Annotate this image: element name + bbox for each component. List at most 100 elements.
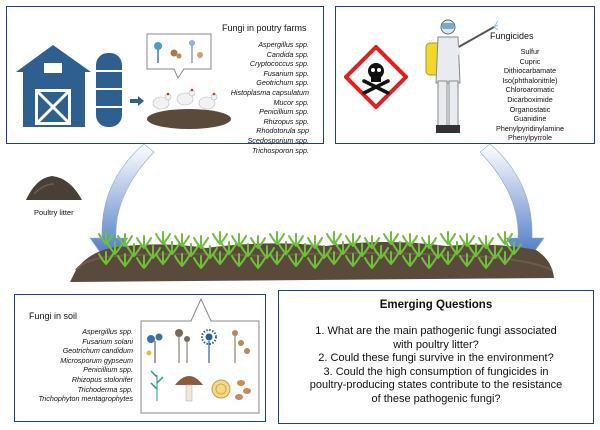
question-line: poultry-producing states contribute to t… — [309, 379, 563, 391]
fungus-name: Trichosporon spp. — [252, 145, 309, 155]
seedling-icon — [269, 231, 285, 245]
rhizopus-icon — [175, 329, 190, 363]
fungus-name: Microsporum gypseum — [60, 355, 133, 365]
seedling-icon — [269, 251, 285, 265]
seedling-icon — [373, 245, 389, 259]
seedling-icon — [250, 235, 266, 249]
seedling-icon — [316, 245, 332, 259]
fungus-name: Candida spp. — [266, 49, 309, 59]
seedling-icon — [487, 245, 503, 259]
emerging-questions-panel: Emerging Questions 1. What are the main … — [278, 290, 594, 424]
seedling-icon — [478, 235, 494, 249]
fungicide-name: Iso(phthalonitrile) — [502, 75, 558, 85]
seedling-icon — [126, 243, 142, 257]
seedling-icon — [345, 253, 361, 267]
seedling-icon — [478, 255, 494, 269]
fungus-name: Rhizopus spp. — [263, 116, 309, 126]
seedling-icon — [421, 235, 437, 249]
poultry-litter-pile-icon — [26, 176, 82, 200]
seedling-icon — [392, 241, 408, 255]
seedling-icon — [164, 241, 180, 255]
seedling-icon — [402, 253, 418, 267]
seedling-icon — [231, 233, 247, 247]
toxic-hazard-icon — [344, 45, 408, 109]
fungicides-panel-title: Fungicides — [490, 31, 534, 41]
seedling-icon — [421, 255, 437, 269]
fungus-name: Fusarium spp. — [263, 68, 309, 78]
seedling-icon — [278, 241, 294, 255]
fungus-name: Fusarium solani — [82, 336, 133, 346]
seedling-icon — [288, 233, 304, 247]
seedling-icon — [364, 235, 380, 249]
microsporum-icon — [146, 333, 163, 363]
seedling-icon — [297, 243, 313, 257]
seedling-icon — [98, 251, 114, 265]
poultry-fungi-list: Aspergillus spp.Candida spp.Cryptococcus… — [231, 40, 309, 155]
fungus-name: Trichoderma spp. — [77, 384, 133, 394]
seedling-icon — [364, 255, 380, 269]
mold-icon — [154, 42, 162, 63]
seedling-icon — [440, 251, 456, 265]
seedling-icon — [345, 233, 361, 247]
poultry-farm-panel: Fungi in poutry farms Aspergillus spp.Ca… — [6, 6, 324, 155]
seedling-icon — [497, 231, 513, 245]
question-line: 3. Could the high consumption of fungici… — [323, 365, 549, 378]
seedling-icon — [155, 231, 171, 245]
seedling-icon — [449, 241, 465, 255]
seedling-icon — [430, 245, 446, 259]
aspergillus-icon — [201, 329, 217, 363]
fungus-name: Rhizopus stolonifer — [71, 374, 133, 384]
seedling-icon — [497, 251, 513, 265]
seedling-icon — [326, 251, 342, 265]
fungus-name: Histoplasma capsulatum — [230, 87, 309, 97]
seedling-icon — [98, 231, 114, 245]
poultry-litter-label: Poultry litter — [34, 208, 74, 217]
seedling-icon — [193, 235, 209, 249]
fungicide-name: Phenylpyridinylamine — [496, 123, 564, 133]
seedling-icon — [212, 251, 228, 265]
fungicide-name: Dithiocarbamate — [503, 66, 557, 76]
seedling-icon — [335, 241, 351, 255]
fungicide-name: Dicarboximide — [507, 94, 553, 104]
seedling-icon — [326, 231, 342, 245]
fusarium-icon — [150, 370, 164, 401]
seedling-icon — [468, 243, 484, 257]
fungus-name: Scedosporium spp. — [247, 135, 309, 145]
soil-panel-title: Fungi in soil — [29, 311, 78, 321]
question-line: with poultry litter? — [393, 338, 479, 351]
fungicide-name: Guanidine — [513, 114, 547, 124]
mushroom-icon — [175, 376, 203, 402]
barn-icon — [16, 45, 122, 127]
seedling-icon — [383, 231, 399, 245]
questions-title: Emerging Questions — [379, 299, 493, 311]
hens-on-litter-icon — [147, 88, 231, 129]
question-line: 1. What are the main pathogenic fungi as… — [315, 325, 557, 337]
seedling-icon — [174, 253, 190, 267]
conidiophore-icon — [189, 40, 203, 63]
fungicide-name: Phenylpyrrole — [508, 133, 552, 143]
yeast-cells-icon — [235, 380, 251, 400]
seedling-icon — [202, 245, 218, 259]
sprayer-worker-icon — [425, 19, 498, 133]
seedling-icon — [440, 231, 456, 245]
fungus-name: Rhodotorula spp — [256, 126, 309, 136]
seedling-icon — [174, 233, 190, 247]
trichoderma-icon — [232, 330, 250, 363]
question-line: 2. Could these fungi survive in the envi… — [318, 352, 554, 364]
yeast-icon — [170, 49, 182, 59]
seedling-icon — [250, 255, 266, 269]
seedling-icon — [259, 245, 275, 259]
question-line: of these pathogenic fungi? — [371, 392, 501, 405]
seedling-icon — [506, 241, 522, 255]
arrow-right-icon — [130, 96, 144, 106]
fungus-name: Aspergillus spp. — [258, 40, 309, 49]
soil-field-illustration — [70, 231, 554, 282]
soil-fungi-bubble — [140, 297, 260, 414]
fungus-name: Cryptococcus spp. — [249, 59, 309, 69]
poultry-panel-title: Fungi in poutry farms — [222, 23, 307, 33]
fungus-name: Penicillium spp. — [83, 365, 133, 375]
fungus-name: Geotrichum candidum — [62, 346, 133, 356]
seedling-icon — [136, 255, 152, 269]
